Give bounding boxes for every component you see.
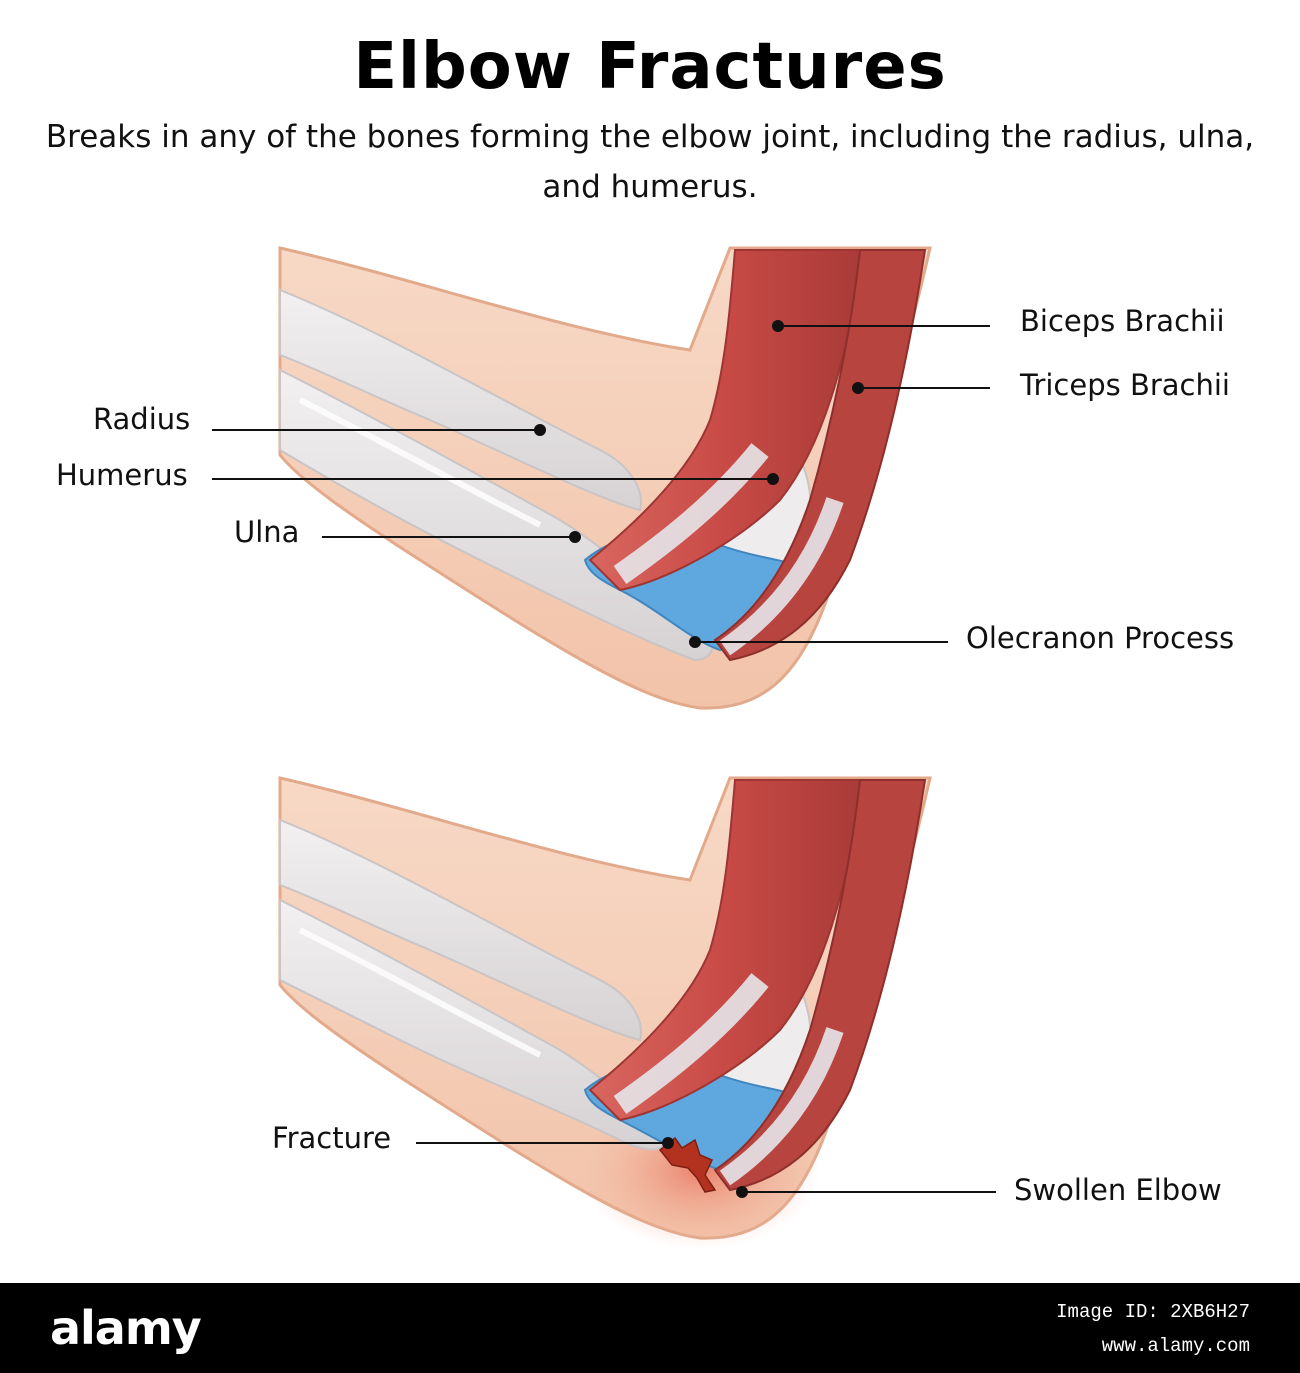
stock-footer-bar: alamy Image ID: 2XB6H27 www.alamy.com	[0, 1283, 1300, 1373]
elbow-normal-illustration	[278, 246, 932, 710]
label-humerus: Humerus	[56, 458, 188, 492]
biceps-muscle-lower	[588, 779, 862, 1122]
label-biceps-brachii: Biceps Brachii	[1020, 304, 1225, 338]
biceps-muscle	[588, 249, 862, 592]
brand-logo: alamy	[50, 1301, 202, 1355]
page-subtitle: Breaks in any of the bones forming the e…	[45, 119, 1255, 205]
site-url-text: www.alamy.com	[1101, 1335, 1250, 1357]
radius-bone-lower	[279, 818, 642, 1042]
image-id-text: Image ID: 2XB6H27	[1056, 1301, 1250, 1323]
label-swollen-elbow: Swollen Elbow	[1014, 1173, 1222, 1207]
label-triceps-brachii: Triceps Brachii	[1020, 368, 1230, 402]
label-olecranon-process: Olecranon Process	[966, 621, 1235, 655]
elbow-anatomy-diagram	[212, 246, 996, 1250]
elbow-fractured-illustration	[278, 776, 932, 1250]
fracture-mark	[658, 1136, 717, 1193]
triceps-muscle-lower	[713, 779, 927, 1192]
leader-lines	[212, 320, 996, 1198]
label-ulna: Ulna	[234, 515, 300, 549]
label-fracture: Fracture	[272, 1121, 392, 1155]
page-title: Elbow Fractures	[353, 30, 947, 104]
radius-bone	[279, 288, 642, 512]
triceps-muscle	[713, 249, 927, 662]
label-radius: Radius	[93, 402, 191, 436]
image-id-block: Image ID: 2XB6H27 www.alamy.com	[1056, 1295, 1250, 1363]
